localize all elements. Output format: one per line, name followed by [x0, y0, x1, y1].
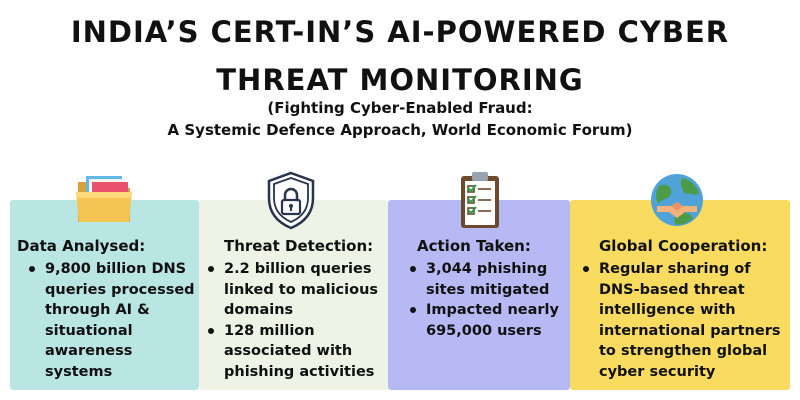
- folder-icon: [76, 176, 132, 222]
- card-list: Regular sharing of DNS-based threat inte…: [579, 259, 789, 382]
- subtitle-line-2: A Systemic Defence Approach, World Econo…: [167, 121, 633, 139]
- card-list: 3,044 phishing sites mitigated Impacted …: [406, 259, 566, 341]
- list-item: 2.2 billion queries linked to malicious …: [204, 259, 384, 321]
- list-item: 128 million associated with phishing act…: [204, 321, 384, 383]
- page-subtitle: (Fighting Cyber-Enabled Fraud: A Systemi…: [0, 97, 800, 141]
- page-title: INDIA’S CERT-IN’S AI-POWERED CYBER THREA…: [70, 15, 730, 97]
- card-heading: Threat Detection:: [224, 237, 374, 255]
- list-item: 3,044 phishing sites mitigated: [406, 259, 566, 300]
- list-item: Impacted nearly 695,000 users: [406, 300, 566, 341]
- list-item: Regular sharing of DNS-based threat inte…: [579, 259, 789, 382]
- card-list: 9,800 billion DNS queries processed thro…: [25, 259, 199, 382]
- globe-handshake-icon: [651, 174, 703, 226]
- card-heading: Global Cooperation:: [599, 237, 768, 255]
- subtitle-line-1: (Fighting Cyber-Enabled Fraud:: [267, 99, 533, 117]
- card-data-analysed: Data Analysed: 9,800 billion DNS queries…: [10, 200, 199, 390]
- card-heading: Data Analysed:: [17, 237, 146, 255]
- card-heading: Action Taken:: [417, 237, 531, 255]
- list-item: 9,800 billion DNS queries processed thro…: [25, 259, 199, 382]
- card-global-cooperation: Global Cooperation: Regular sharing of D…: [570, 200, 790, 390]
- card-action-taken: Action Taken: 3,044 phishing sites mitig…: [388, 200, 570, 390]
- shield-lock-icon: [267, 171, 315, 230]
- checklist-icon: [461, 172, 499, 228]
- card-threat-detection: Threat Detection: 2.2 billion queries li…: [199, 200, 388, 390]
- card-list: 2.2 billion queries linked to malicious …: [204, 259, 384, 382]
